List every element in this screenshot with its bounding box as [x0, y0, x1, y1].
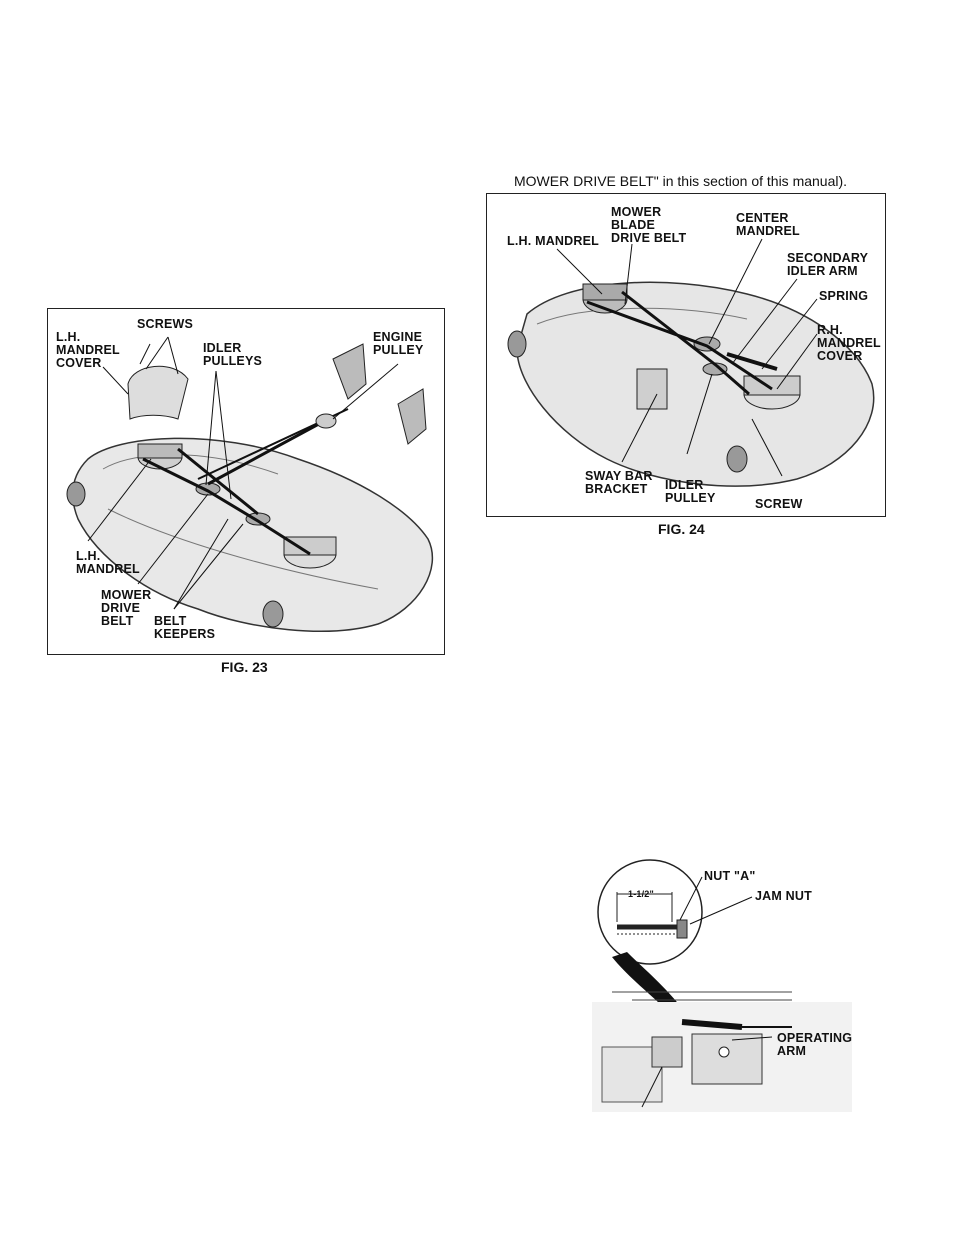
- fig25-label-jam-nut: JAM NUT: [755, 889, 812, 903]
- fig23-frame: SCREWS L.H. MANDREL COVER IDLER PULLEYS …: [47, 308, 445, 655]
- fig24-label-secondary-idler-arm: SECONDARY IDLER ARM: [787, 251, 869, 278]
- fig24-label-spring: SPRING: [819, 289, 869, 303]
- fig23-label-idler-pulleys: IDLER PULLEYS: [203, 341, 263, 368]
- fig24-label-lh-mandrel: L.H. MANDREL: [507, 234, 599, 248]
- fig25-illustration: [592, 859, 852, 1112]
- fig25-figure: NUT "A" JAM NUT 1-1/2" OPERATING ARM: [592, 859, 853, 1112]
- fig24-label-screw: SCREW: [755, 497, 803, 511]
- fig25-label-operating-arm: OPERATING ARM: [777, 1031, 853, 1058]
- fig23-caption: FIG. 23: [221, 659, 268, 675]
- fig24-label-sway-bar-bracket: SWAY BAR BRACKET: [585, 469, 653, 496]
- fig23-label-lh-mandrel: L.H. MANDREL: [76, 549, 140, 576]
- fig24-illustration: [507, 238, 875, 487]
- fig24-label-idler-pulley: IDLER PULLEY: [665, 478, 716, 505]
- fig24-label-rh-mandrel-cover: R.H. MANDREL COVER: [817, 323, 881, 363]
- fig24-caption: FIG. 24: [658, 521, 705, 537]
- fig23-label-belt-keepers: BELT KEEPERS: [154, 614, 216, 641]
- fig23-label-mower-drive-belt: MOWER DRIVE BELT: [101, 588, 152, 628]
- fig23-illustration: [66, 336, 434, 632]
- fig24-frame: L.H. MANDREL MOWER BLADE DRIVE BELT CENT…: [486, 193, 886, 517]
- fig23-label-lh-mandrel-cover: L.H. MANDREL COVER: [56, 330, 120, 370]
- fig23-label-engine-pulley: ENGINE PULLEY: [373, 330, 424, 357]
- fig25-label-nut-a: NUT "A": [704, 869, 756, 883]
- fig25-label-dimension: 1-1/2": [628, 889, 654, 899]
- fig24-label-center-mandrel: CENTER MANDREL: [736, 211, 800, 238]
- fig24-label-mower-blade-drive-belt: MOWER BLADE DRIVE BELT: [611, 205, 687, 245]
- fig23-label-screws: SCREWS: [137, 317, 194, 331]
- intro-text: MOWER DRIVE BELT" in this section of thi…: [514, 173, 848, 189]
